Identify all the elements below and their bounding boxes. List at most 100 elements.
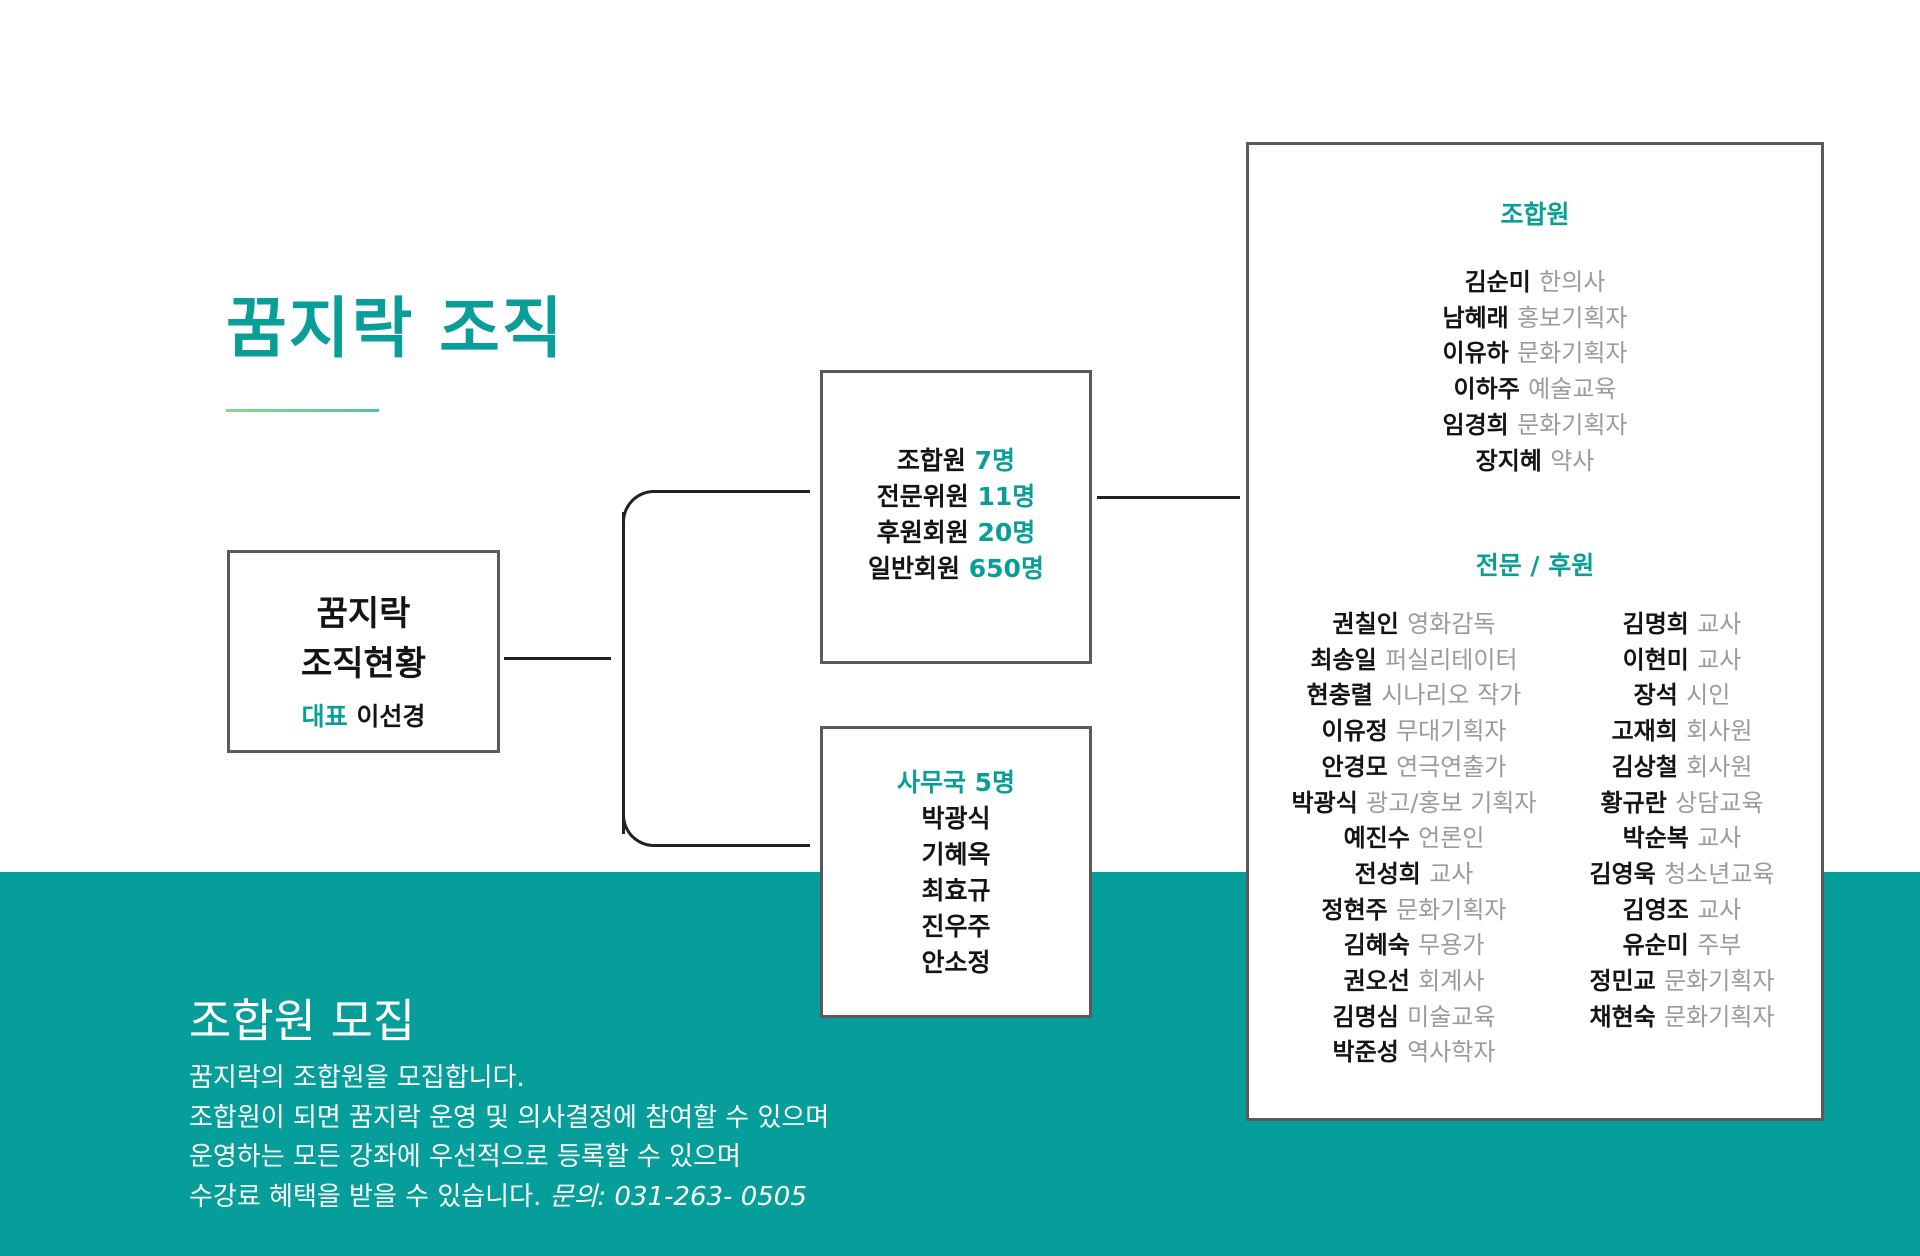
member-name: 유순미 <box>1622 931 1689 960</box>
member-name: 예진수 <box>1343 824 1410 853</box>
member-name: 박준성 <box>1332 1038 1399 1067</box>
membership-summary-box: 조합원 7명 전문위원 11명 후원회원 20명 일반회원 650명 <box>820 370 1092 664</box>
summary-row: 후원회원 20명 <box>823 515 1089 551</box>
recruit-title: 조합원 모집 <box>189 994 416 1048</box>
member-role: 청소년교육 <box>1664 859 1775 888</box>
member-name: 임경희 <box>1442 410 1509 439</box>
member-role: 예술교육 <box>1528 375 1617 404</box>
member-role: 주부 <box>1697 931 1742 960</box>
member-role: 퍼실리테이터 <box>1385 645 1518 674</box>
member-name: 남혜래 <box>1442 303 1509 332</box>
member-name: 이하주 <box>1453 375 1520 404</box>
summary-label: 후원회원 <box>876 518 969 547</box>
expert-title: 전문 / 후원 <box>1475 551 1595 580</box>
member-row: 남혜래 홍보기획자 <box>1249 301 1821 337</box>
member-role: 교사 <box>1697 610 1742 638</box>
member-role: 역사학자 <box>1407 1038 1496 1067</box>
root-title-line1: 꿈지락 <box>316 594 411 634</box>
member-name: 장지혜 <box>1475 446 1542 475</box>
summary-label: 전문위원 <box>876 482 969 511</box>
member-row: 이하주 예술교육 <box>1249 372 1821 408</box>
recruit-line: 조합원이 되면 꿈지락 운영 및 의사결정에 참여할 수 있으며 <box>189 1102 830 1133</box>
member-name: 고재희 <box>1611 717 1678 746</box>
connector-root-out <box>504 657 611 660</box>
member-row: 김영욱 청소년교육 <box>1559 857 1805 893</box>
member-row: 박준성 역사학자 <box>1269 1035 1559 1071</box>
summary-row: 전문위원 11명 <box>823 479 1089 515</box>
member-row: 박순복 교사 <box>1559 821 1805 857</box>
member-row: 김혜숙 무용가 <box>1269 928 1559 964</box>
member-role: 영화감독 <box>1407 610 1496 638</box>
office-box: 사무국 5명 박광식 기혜옥 최효규 진우주 안소정 <box>820 726 1092 1018</box>
member-name: 박광식 <box>1291 788 1358 817</box>
summary-label: 조합원 <box>896 446 966 475</box>
connector-trunk <box>622 512 625 834</box>
cooperative-title: 조합원 <box>1500 200 1570 229</box>
office-member: 최효규 <box>921 876 991 905</box>
connector-to-members <box>1097 496 1240 499</box>
member-row: 전성희 교사 <box>1269 857 1559 893</box>
member-role: 회계사 <box>1418 967 1485 996</box>
representative: 대표 이선경 <box>230 697 497 733</box>
member-row: 고재희 회사원 <box>1559 714 1805 750</box>
member-name: 김혜숙 <box>1343 931 1410 960</box>
office-member: 박광식 <box>921 804 991 833</box>
recruit-body: 꿈지락의 조합원을 모집합니다. 조합원이 되면 꿈지락 운영 및 의사결정에 … <box>189 1059 829 1217</box>
member-name: 김영욱 <box>1589 859 1656 888</box>
office-member: 기혜옥 <box>921 840 991 869</box>
member-row: 장석 시인 <box>1559 678 1805 714</box>
summary-row: 일반회원 650명 <box>823 551 1089 587</box>
member-role: 문화기획자 <box>1664 967 1775 996</box>
member-name: 정민교 <box>1589 967 1656 996</box>
recruit-line: 꿈지락의 조합원을 모집합니다. <box>189 1063 525 1093</box>
member-name: 채현숙 <box>1589 1002 1656 1031</box>
rep-name: 이선경 <box>356 702 426 731</box>
member-row: 이유정 무대기획자 <box>1269 714 1559 750</box>
member-role: 문화기획자 <box>1396 895 1507 924</box>
member-name: 김순미 <box>1464 268 1531 296</box>
member-row: 김순미 한의사 <box>1249 265 1821 301</box>
member-role: 언론인 <box>1418 824 1485 853</box>
member-role: 광고/홍보 기획자 <box>1366 788 1537 817</box>
member-name: 김영조 <box>1622 895 1689 924</box>
member-name: 권오선 <box>1343 967 1410 996</box>
connector-to-summary <box>670 490 810 493</box>
summary-row: 조합원 7명 <box>823 443 1089 479</box>
member-row: 정민교 문화기획자 <box>1559 964 1805 1000</box>
member-role: 약사 <box>1550 446 1595 475</box>
member-row: 채현숙 문화기획자 <box>1559 1000 1805 1036</box>
member-name: 김상철 <box>1611 752 1678 781</box>
member-row: 안경모 연극연출가 <box>1269 750 1559 786</box>
member-row: 권칠인 영화감독 <box>1269 607 1559 643</box>
member-name: 박순복 <box>1622 824 1689 853</box>
root-title-line2: 조직현황 <box>300 644 427 684</box>
member-name: 전성희 <box>1354 859 1421 888</box>
member-row: 유순미 주부 <box>1559 928 1805 964</box>
member-row: 김명심 미술교육 <box>1269 1000 1559 1036</box>
rep-label: 대표 <box>301 702 348 731</box>
member-role: 무대기획자 <box>1396 717 1507 746</box>
member-role: 연극연출가 <box>1396 752 1507 781</box>
member-role: 문화기획자 <box>1517 410 1628 439</box>
member-name: 김명희 <box>1622 610 1689 638</box>
title-underline <box>226 409 379 412</box>
office-title: 사무국 5명 <box>896 768 1016 797</box>
member-row: 김명희 교사 <box>1559 607 1805 643</box>
member-role: 문화기획자 <box>1517 339 1628 368</box>
member-role: 상담교육 <box>1675 788 1764 817</box>
member-role: 홍보기획자 <box>1517 303 1628 332</box>
member-role: 시인 <box>1686 681 1731 710</box>
member-name: 정현주 <box>1321 895 1388 924</box>
member-row: 박광식 광고/홍보 기획자 <box>1269 786 1559 822</box>
member-name: 이현미 <box>1622 645 1689 674</box>
member-name: 현충렬 <box>1306 681 1373 710</box>
root-box: 꿈지락 조직현황 대표 이선경 <box>227 550 500 753</box>
member-role: 교사 <box>1697 895 1742 924</box>
contact-info: 문의: 031-263- 0505 <box>549 1181 807 1212</box>
member-role: 미술교육 <box>1407 1002 1496 1031</box>
member-name: 이유하 <box>1442 339 1509 368</box>
member-name: 김명심 <box>1332 1002 1399 1031</box>
connector-to-office <box>670 844 810 847</box>
member-role: 교사 <box>1429 859 1474 888</box>
